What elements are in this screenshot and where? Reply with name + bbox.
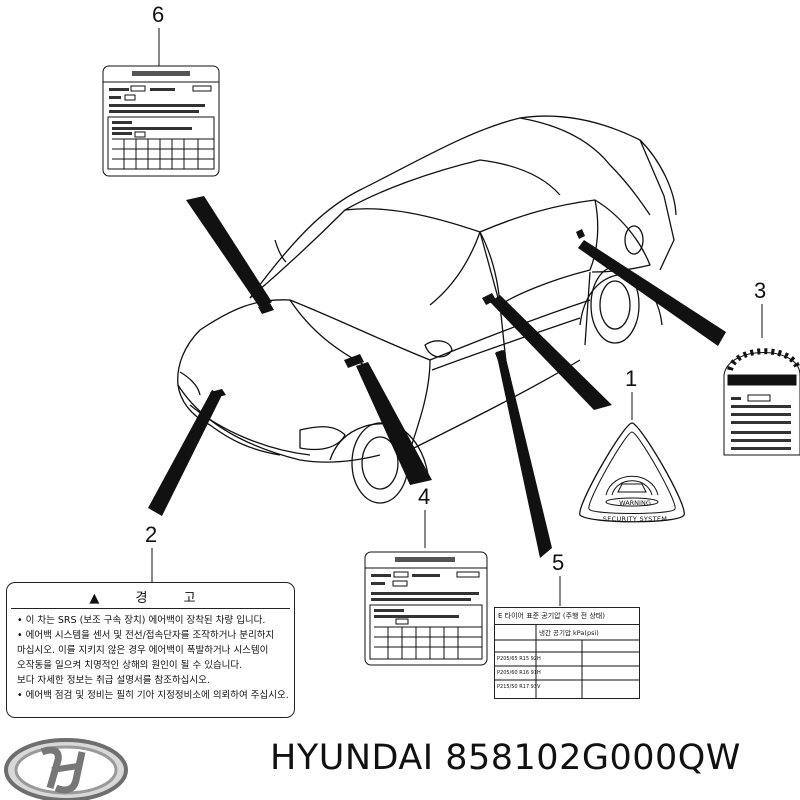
callout-5: 5: [552, 550, 564, 575]
callout-6: 6: [152, 2, 164, 27]
warning-line: 마십시오. 이를 지키지 않은 경우 에어백이 폭발하거나 시스템이: [17, 645, 269, 656]
leader-lines: [148, 196, 726, 558]
tire-table-subtitle: 냉간 공기압 kPa(psi): [539, 629, 599, 637]
part-number-title: HYUNDAI 858102G000QW: [270, 738, 741, 778]
callout-2: 2: [145, 522, 157, 547]
warning-line: • 에어백 시스템을 센서 및 전선/접속단자를 조작하거나 분리하지: [17, 630, 275, 641]
car-security-icon: [605, 475, 659, 507]
warning-line: • 이 차는 SRS (보조 구속 장치) 에어백이 장착된 차량 입니다.: [17, 615, 266, 626]
car-illustration: [177, 115, 677, 504]
car-label-patches: [210, 229, 585, 398]
callout-4: 4: [418, 484, 430, 509]
warning-heading: ▲ 경 고: [89, 591, 212, 606]
security-system-caption: SECURITY SYSTEM: [602, 515, 668, 523]
label-2-airbag-warning: ▲ 경 고 • 이 차는 SRS (보조 구속 장치) 에어백이 장착된 차량 …: [6, 582, 295, 718]
tire-size-row: P215/50 R17 93V: [497, 684, 541, 690]
label-5-tire-table: [494, 624, 640, 699]
label-5-tire-pressure: E 타이어 표준 공기압 (주행 전 상태) 냉간 공기압 kPa(psi) P…: [494, 607, 640, 699]
warning-line: 오작동을 일으켜 치명적인 상해의 원인이 될 수 있습니다.: [17, 660, 243, 671]
hyundai-logo-icon: [4, 738, 128, 800]
tire-size-row: P205/60 R16 91H: [497, 670, 541, 676]
warning-line: • 에어백 점검 및 정비는 필히 기아 지정정비소에 의뢰하여 주십시오.: [17, 690, 289, 701]
label-4-form: [364, 551, 488, 666]
warning-badge-text: WARNING: [619, 499, 651, 507]
label-6-form: [102, 65, 220, 177]
tire-size-row: P205/65 R15 92H: [497, 656, 541, 662]
callout-3: 3: [754, 278, 766, 303]
warning-line: 보다 자세한 정보는 취급 설명서를 참조하십시오.: [17, 675, 210, 686]
callout-1: 1: [625, 366, 637, 391]
callout-numbers: 6 2 3 1 4 5: [145, 2, 766, 606]
label-1-warning-triangle: [579, 422, 685, 523]
label-3-round-sticker: [723, 348, 800, 456]
tire-table-title: E 타이어 표준 공기압 (주행 전 상태): [495, 608, 639, 625]
